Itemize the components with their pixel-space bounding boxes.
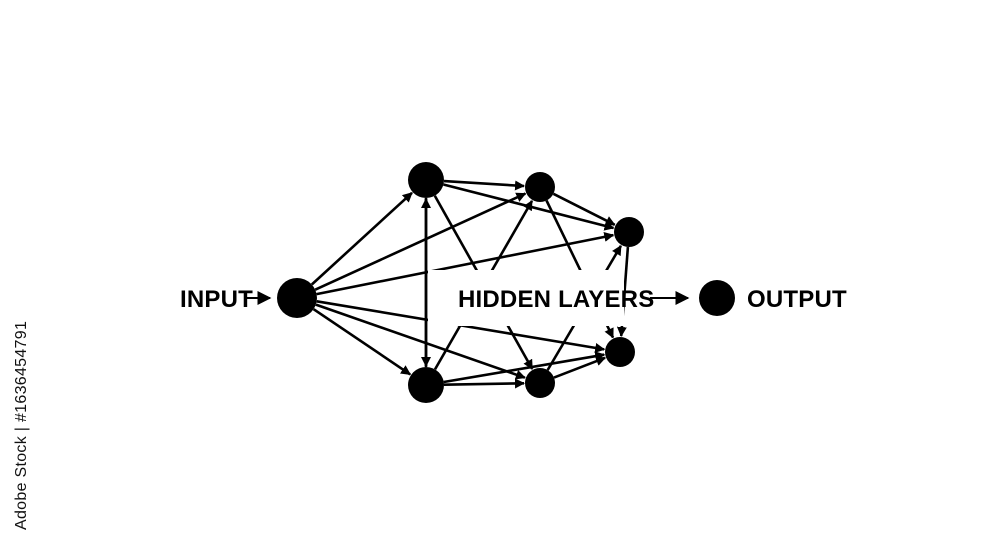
node-input bbox=[277, 278, 317, 318]
node-h2-top bbox=[525, 172, 555, 202]
node-h1-bottom bbox=[408, 367, 444, 403]
connection-h1-bottom-to-h2-bottom bbox=[443, 378, 525, 389]
input-label: INPUT bbox=[180, 286, 253, 313]
connection-h2-top-to-h3-top bbox=[552, 192, 616, 226]
connection-input-to-h1-top bbox=[310, 191, 413, 286]
nodes bbox=[277, 162, 735, 403]
label-mask bbox=[428, 270, 624, 326]
output-label: OUTPUT bbox=[747, 286, 847, 313]
connection-input-to-h2-top bbox=[314, 192, 527, 291]
node-h1-top bbox=[408, 162, 444, 198]
node-h2-bottom bbox=[525, 368, 555, 398]
stock-id-text: Adobe Stock | #1636454791 bbox=[13, 320, 30, 530]
connection-h1-top-to-h2-top bbox=[443, 179, 525, 191]
connection-input-to-h3-top bbox=[316, 231, 615, 296]
hidden-layers-label: HIDDEN LAYERS bbox=[458, 286, 654, 313]
connection-h1-bottom-to-h3-bottom bbox=[443, 351, 606, 384]
node-h3-top bbox=[614, 217, 644, 247]
connection-input-to-h1-bottom bbox=[312, 308, 412, 376]
connection-h2-bottom-to-h3-bottom bbox=[553, 356, 607, 379]
connection-input-to-h2-bottom bbox=[315, 303, 526, 380]
node-output bbox=[699, 280, 735, 316]
node-h3-bottom bbox=[605, 337, 635, 367]
